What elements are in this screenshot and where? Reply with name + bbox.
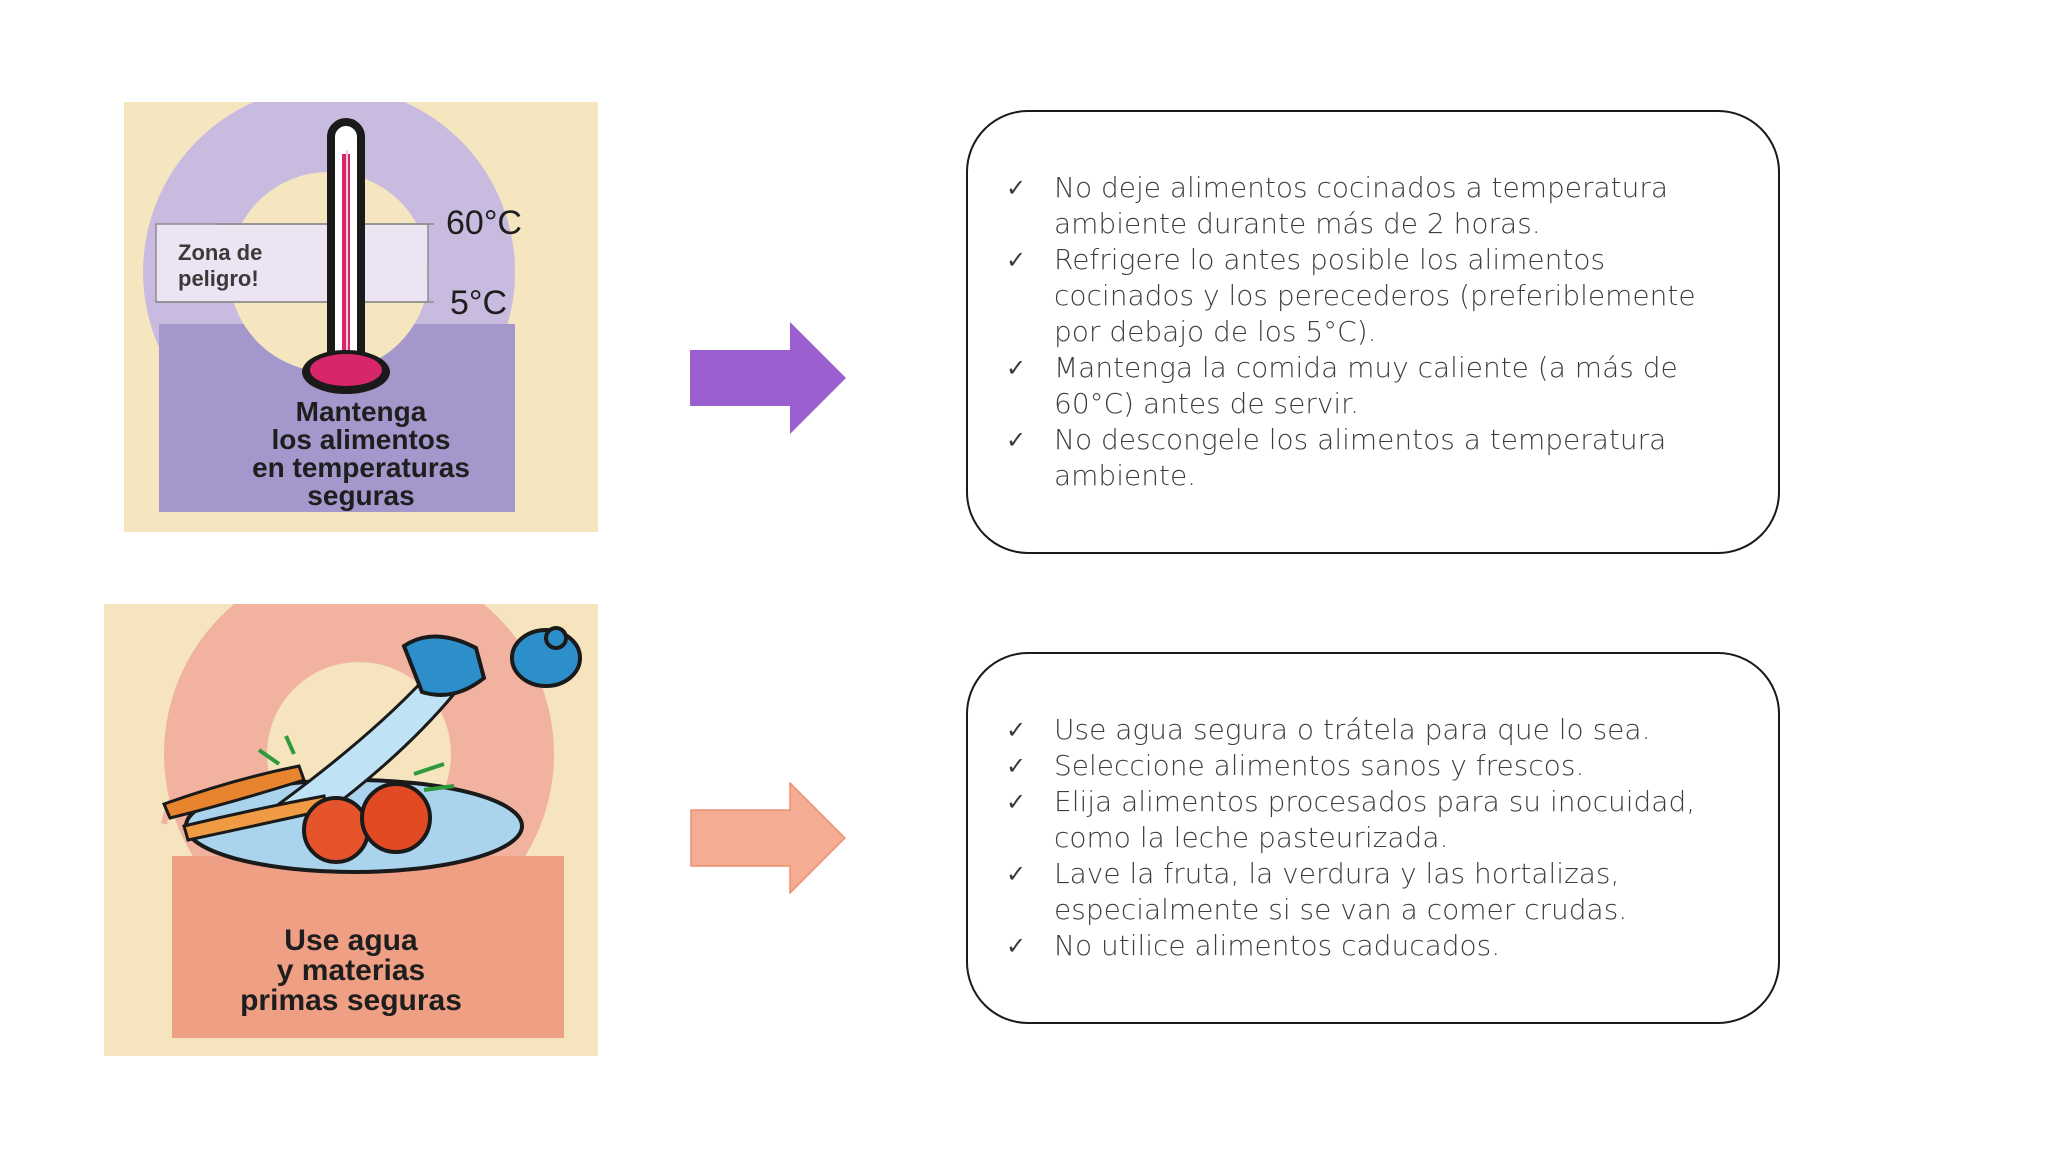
- checkmark-icon: ✓: [1006, 174, 1027, 202]
- water-pouring-illustration: [161, 604, 582, 1038]
- thermometer-illustration: [143, 102, 515, 512]
- checkmark-icon: ✓: [1006, 716, 1027, 744]
- tip-text: No deje alimentos cocinados a temperatur…: [1054, 171, 1669, 240]
- tip-text: Seleccione alimentos sanos y frescos.: [1054, 749, 1585, 782]
- tip-item: ✓ Elija alimentos procesados para su inoc…: [1006, 784, 1738, 856]
- water-poster-title: Use agua y materias primas seguras: [240, 924, 462, 1017]
- tip-text: Refrigere lo antes posible los alimentos…: [1054, 243, 1696, 348]
- tip-item: ✓ Use agua segura o trátela para que lo s…: [1006, 712, 1738, 748]
- jug-icon: [401, 634, 487, 697]
- tip-text: No utilice alimentos caducados.: [1054, 929, 1501, 962]
- tip-text: Lave la fruta, la verdura y las hortaliz…: [1054, 857, 1628, 926]
- tip-item: ✓ Seleccione alimentos sanos y frescos.: [1006, 748, 1738, 784]
- checkmark-icon: ✓: [1006, 426, 1027, 454]
- checkmark-icon: ✓: [1006, 246, 1027, 274]
- right-arrow-icon: [690, 782, 846, 894]
- label-5c: 5°C: [450, 284, 508, 322]
- carrot-icon: [161, 764, 306, 820]
- tip-item: ✓ No utilice alimentos caducados.: [1006, 928, 1738, 964]
- tomato-icon: [302, 796, 370, 864]
- temperature-poster: 60°C 5°C Zona de peligro! Mantenga los a…: [124, 102, 598, 532]
- tip-item: ✓ Refrigere lo antes posible los alimento…: [1006, 242, 1738, 350]
- temperature-poster-title: Mantenga los alimentos en temperaturas s…: [252, 396, 470, 511]
- checkmark-icon: ✓: [1006, 752, 1027, 780]
- right-arrow-icon: [690, 322, 846, 434]
- temperature-tips-card: ✓ No deje alimentos cocinados a temperatu…: [966, 110, 1780, 554]
- danger-zone-label: Zona de peligro!: [178, 240, 263, 291]
- tip-item: ✓ Lave la fruta, la verdura y las hortali…: [1006, 856, 1738, 928]
- label-60c: 60°C: [446, 204, 522, 242]
- tip-text: Elija alimentos procesados para su inocu…: [1054, 785, 1696, 854]
- water-poster: Use agua y materias primas seguras: [104, 604, 598, 1056]
- tip-text: No descongele los alimentos a temperatur…: [1054, 423, 1667, 492]
- water-tips-card: ✓ Use agua segura o trátela para que lo s…: [966, 652, 1780, 1024]
- tip-item: ✓ Mantenga la comida muy caliente (a más …: [1006, 350, 1738, 422]
- checkmark-icon: ✓: [1006, 932, 1027, 960]
- tip-text: Use agua segura o trátela para que lo se…: [1054, 713, 1651, 746]
- tip-item: ✓ No deje alimentos cocinados a temperatu…: [1006, 170, 1738, 242]
- checkmark-icon: ✓: [1006, 354, 1027, 382]
- checkmark-icon: ✓: [1006, 788, 1027, 816]
- checkmark-icon: ✓: [1006, 860, 1027, 888]
- tip-text: Mantenga la comida muy caliente (a más d…: [1054, 351, 1678, 420]
- tip-item: ✓ No descongele los alimentos a temperatu…: [1006, 422, 1738, 494]
